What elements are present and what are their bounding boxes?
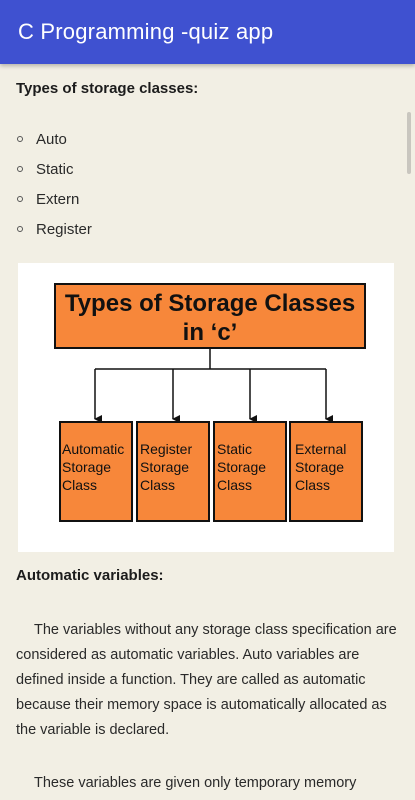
box-text: Static: [217, 441, 252, 457]
content-scroll-area[interactable]: Types of storage classes: Auto Static Ex…: [0, 64, 415, 800]
bullet-icon: [17, 226, 23, 232]
box-text: Register: [140, 441, 192, 457]
box-text: External: [295, 441, 346, 457]
list-item-label: Auto: [36, 130, 67, 148]
list-item-label: Static: [36, 160, 74, 178]
temporary-memory-paragraph: These variables are given only temporary…: [34, 775, 357, 791]
diagram-title-line2: in ‘c’: [183, 319, 238, 346]
diagram-title-line1: Types of Storage Classes: [65, 290, 355, 317]
list-item: Auto: [16, 124, 92, 154]
storage-classes-diagram-image: Types of Storage Classes in ‘c’ Automati…: [18, 263, 394, 552]
diagram-title-box: [54, 283, 366, 349]
bullet-icon: [17, 166, 23, 172]
bullet-icon: [17, 196, 23, 202]
box-text: Class: [62, 477, 97, 493]
storage-class-box-external: [289, 421, 363, 522]
app-title: C Programming -quiz app: [18, 19, 274, 44]
list-item: Extern: [16, 184, 92, 214]
automatic-variables-paragraph: The variables without any storage class …: [16, 622, 397, 738]
app-bar: C Programming -quiz app: [0, 0, 415, 64]
box-text: Class: [295, 477, 330, 493]
box-text: Class: [140, 477, 175, 493]
storage-class-box-automatic: [59, 421, 133, 522]
list-item-label: Extern: [36, 190, 80, 208]
storage-class-box-static: [213, 421, 287, 522]
storage-class-box-register: [136, 421, 210, 522]
storage-classes-list: Auto Static Extern Register: [16, 124, 92, 244]
bullet-icon: [17, 136, 23, 142]
list-item-label: Register: [36, 220, 92, 238]
box-text: Storage: [295, 459, 344, 475]
list-item: Static: [16, 154, 92, 184]
box-text: Storage: [217, 459, 266, 475]
box-text: Storage: [62, 459, 111, 475]
box-text: Storage: [140, 459, 189, 475]
storage-classes-heading: Types of storage classes:: [16, 80, 199, 97]
scrollbar[interactable]: [407, 112, 411, 174]
automatic-variables-heading: Automatic variables:: [16, 567, 164, 584]
storage-classes-diagram: Types of Storage Classes in ‘c’ Automati…: [54, 283, 366, 522]
box-text: Class: [217, 477, 252, 493]
box-text: Automatic: [62, 441, 124, 457]
list-item: Register: [16, 214, 92, 244]
